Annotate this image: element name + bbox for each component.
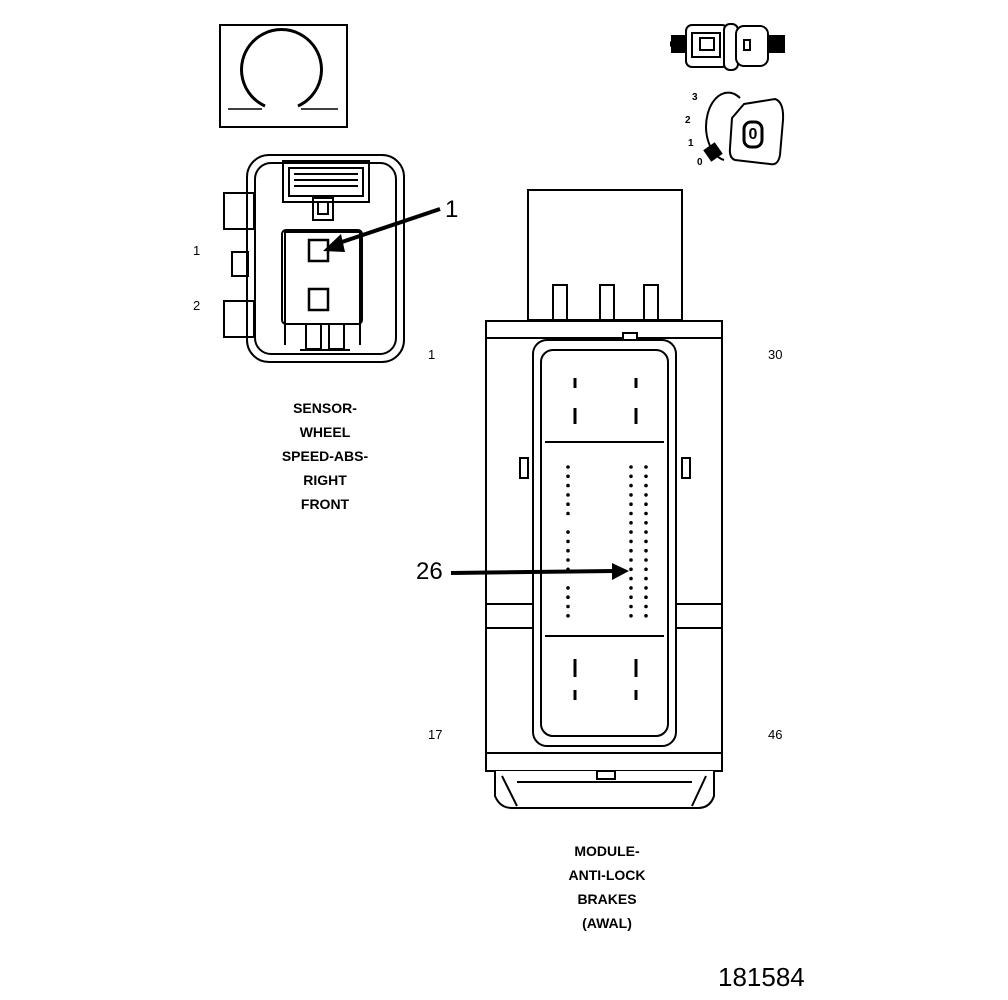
module-pin-label-17: 17 [428, 727, 443, 742]
module-pin-label-30: 30 [768, 347, 783, 362]
pin-cavity-dot [566, 614, 570, 618]
pin-cavity-dot [629, 558, 633, 562]
pin-cavity-dot [644, 502, 648, 507]
pin-cavity-dot [566, 548, 570, 553]
pin-cavity-dot [566, 474, 570, 479]
pin-cavity-dot [644, 474, 648, 479]
pin-cavity-dot [629, 474, 633, 479]
pin-cavity-dot [566, 493, 570, 497]
connector-symbol-icon [670, 23, 785, 71]
module-connector [485, 189, 723, 809]
module-pin-label-46: 46 [768, 727, 783, 742]
figure-number: 181584 [718, 962, 805, 992]
pin-cavity-dot [629, 530, 633, 534]
pin-cavity-dot [644, 521, 648, 525]
pin-cavity-dot [566, 530, 570, 534]
module-label-line: MODULE- [574, 843, 640, 859]
pin-cavity-array [566, 465, 648, 618]
pin-cavity-dot [644, 548, 648, 553]
ignition-position-0: 0 [697, 157, 703, 168]
pin-cavity-dot [566, 604, 570, 609]
pin-cavity-dot [566, 595, 570, 599]
pin-cavity-dot [629, 493, 633, 497]
module-callout-number: 26 [416, 558, 443, 585]
pin-cavity-dot [644, 567, 648, 572]
pin-cavity-dot [644, 539, 648, 544]
sensor-pin-label-1: 1 [193, 243, 201, 258]
pin-cavity-dot [644, 604, 648, 609]
pin-cavity-dot [644, 511, 648, 516]
pin-cavity-dot [644, 493, 648, 497]
pin-cavity-dot [644, 483, 648, 488]
pin-cavity-dot [629, 483, 633, 488]
pin-cavity-dot [644, 576, 648, 581]
pin-cavity-dot [644, 530, 648, 534]
sensor-connector [223, 154, 405, 363]
sensor-label-line: RIGHT [303, 472, 347, 488]
pin-cavity-dot [644, 614, 648, 618]
pin-cavity-dot [566, 558, 570, 562]
pin-cavity-dot [566, 465, 570, 469]
pin-cavity-dot [629, 567, 633, 572]
pin-cavity-dot [566, 539, 570, 544]
callout-arrow-26 [450, 563, 629, 580]
module-label: MODULE- ANTI-LOCK BRAKES (AWAL) [537, 839, 677, 935]
module-label-line: ANTI-LOCK [568, 867, 646, 883]
sensor-callout-number: 1 [445, 196, 459, 223]
pin-cavity-dot [629, 465, 633, 469]
pin-cavity-dot [644, 558, 648, 562]
ignition-position-2: 2 [685, 115, 691, 126]
pin-cavity-dot [629, 586, 633, 590]
pin-cavity-dot [629, 521, 633, 525]
pin-cavity-dot [629, 595, 633, 599]
pin-cavity-dot [644, 465, 648, 469]
pin-cavity-dot [629, 502, 633, 507]
pin-cavity-dot [566, 586, 570, 590]
pin-cavity-dot [566, 502, 570, 507]
sensor-label-line: SENSOR- [293, 400, 357, 416]
ignition-position-1: 1 [688, 138, 694, 149]
callout-arrow-1 [323, 207, 441, 252]
ignition-position-3: 3 [692, 92, 698, 103]
sensor-label-line: WHEEL [299, 424, 351, 440]
sensor-pin-label-2: 2 [193, 298, 201, 313]
module-label-line: (AWAL) [582, 915, 632, 931]
pin-cavity-dot [629, 604, 633, 609]
sensor-label: SENSOR- WHEEL SPEED-ABS- RIGHT FRONT [255, 396, 395, 516]
ignition-key-icon [703, 91, 785, 166]
key-symbol-text: 0 [748, 126, 758, 143]
module-pin-label-1: 1 [428, 347, 436, 362]
pin-cavity-dot [629, 614, 633, 618]
pin-cavity-dot [629, 539, 633, 544]
module-label-line: BRAKES [577, 891, 637, 907]
pin-cavity-dot [644, 595, 648, 599]
pin-cavity-dot [629, 548, 633, 553]
pin-cavity-dot [566, 483, 570, 488]
pin-cavity-dot [629, 576, 633, 581]
pin-cavity-dot [566, 511, 570, 516]
pin-cavity-dot [644, 586, 648, 590]
pin-cavity-dot [629, 511, 633, 516]
sensor-label-line: FRONT [300, 496, 350, 512]
sensor-label-line: SPEED-ABS- [281, 448, 369, 464]
terminal-symbol-icon [219, 24, 348, 128]
